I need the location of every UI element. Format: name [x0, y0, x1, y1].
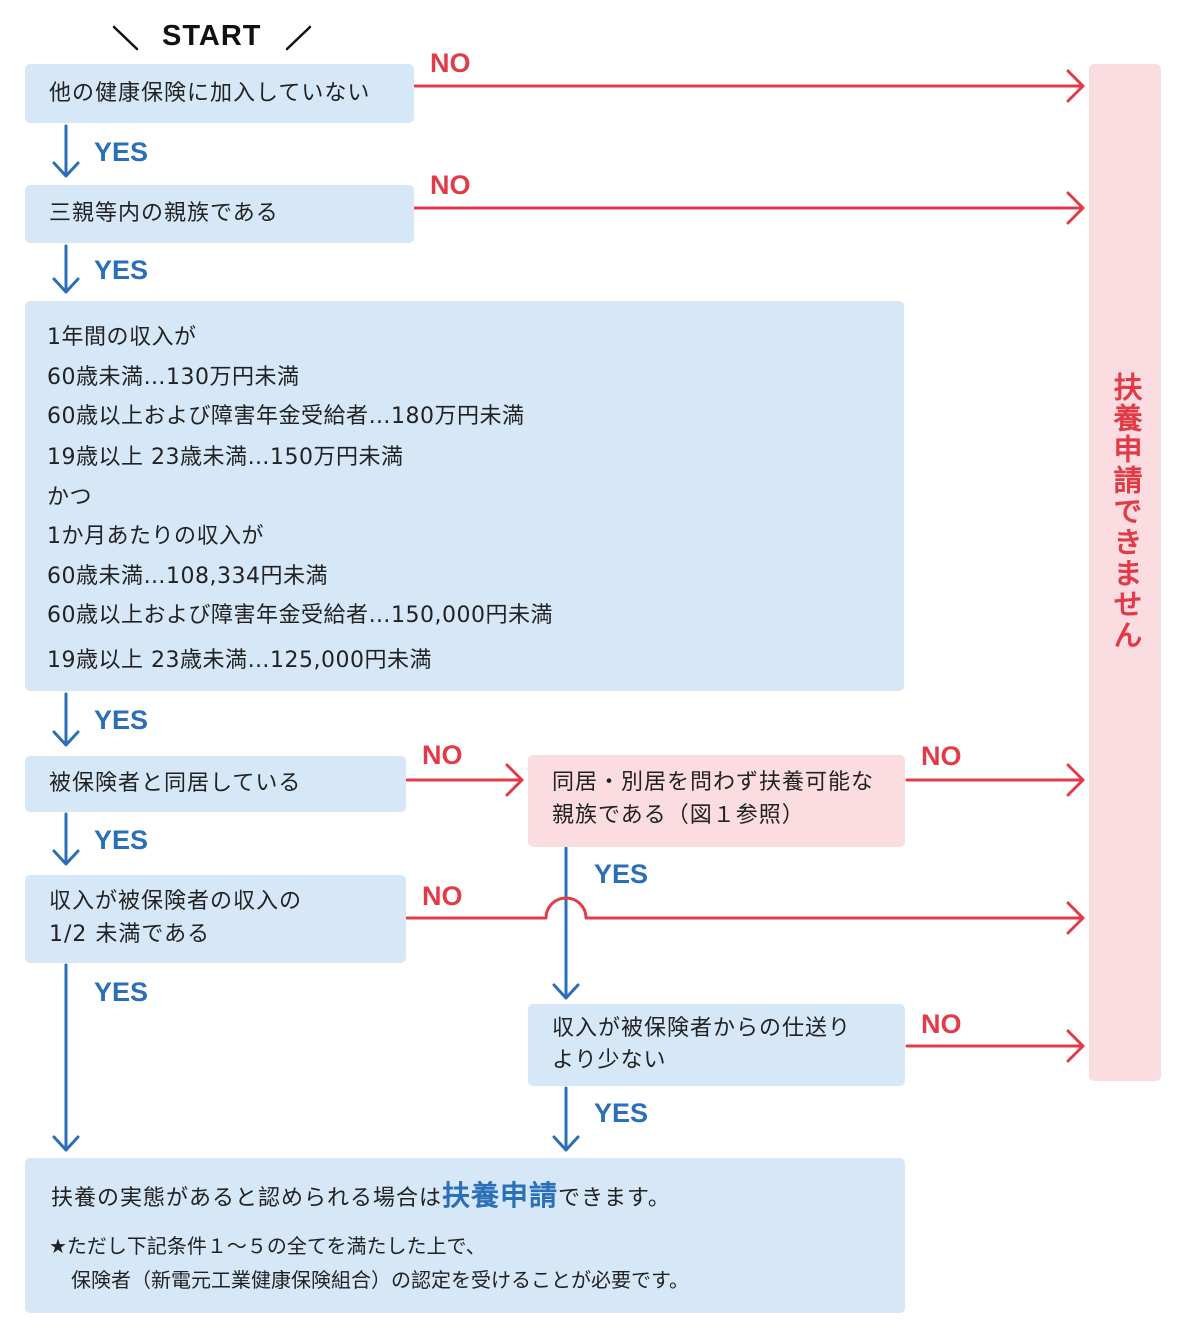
question-text-line2: 親族である（図１参照） — [552, 803, 805, 828]
question-half-income: 収入が被保険者の収入の 1/2 未満である — [25, 875, 406, 963]
yes-label-5: YES — [594, 859, 649, 889]
yes-arrow-5 — [52, 963, 80, 1152]
yes-arrow-1 — [52, 124, 80, 178]
question-text-line2: より少ない — [552, 1048, 667, 1073]
yes-label-3: YES — [94, 705, 149, 735]
no-arrow-4 — [905, 763, 1085, 797]
question-text-line1: 同居・別居を問わず扶養可能な — [552, 770, 875, 795]
income-line: 60歳以上および障害年金受給者…150,000円未満 — [47, 603, 553, 628]
no-label-6: NO — [921, 1009, 962, 1039]
question-text-line1: 収入が被保険者からの仕送り — [552, 1016, 852, 1041]
result-prefix: 扶養の実態があると認められる場合は — [51, 1186, 443, 1211]
question-text-line2: 1/2 未満である — [49, 922, 211, 947]
start-slash-left — [112, 25, 139, 51]
question-dependent-regardless: 同居・別居を問わず扶養可能な 親族である（図１参照） — [528, 755, 905, 847]
question-relative: 三親等内の親族である — [25, 185, 414, 243]
income-line: 1か月あたりの収入が — [47, 524, 264, 549]
question-text-line1: 収入が被保険者の収入の — [49, 889, 303, 914]
no-arrow-5 — [405, 896, 1085, 935]
no-arrow-3 — [405, 763, 524, 797]
question-income: 1年間の収入が 60歳未満…130万円未満 60歳以上および障害年金受給者…18… — [25, 301, 904, 691]
question-other-insurance: 他の健康保険に加入していない — [25, 64, 414, 123]
no-label-2: NO — [430, 170, 471, 200]
income-line: 19歳以上 23歳未満…125,000円未満 — [47, 648, 432, 673]
note-line2: 保険者（新電元工業健康保険組合）の認定を受けることが必要です。 — [71, 1268, 689, 1292]
yes-arrow-6 — [552, 846, 580, 1000]
result-highlight: 扶養申請 — [442, 1179, 559, 1212]
result-can-apply: 扶養の実態があると認められる場合は扶養申請できます。 ★ただし下記条件１～５の全… — [25, 1158, 905, 1313]
yes-label-7: YES — [594, 1098, 649, 1128]
income-line: 60歳以上および障害年金受給者…180万円未満 — [47, 404, 525, 429]
yes-label-4: YES — [94, 825, 149, 855]
result-suffix: できます。 — [558, 1186, 671, 1211]
reject-label: 扶養申請できません — [1109, 372, 1143, 651]
income-line: 60歳未満…108,334円未満 — [47, 564, 328, 589]
no-arrow-2 — [413, 191, 1085, 225]
note-line1: ★ただし下記条件１～５の全てを満たした上で、 — [49, 1234, 486, 1258]
start-slash-right — [285, 25, 312, 51]
yes-arrow-2 — [52, 244, 80, 294]
yes-arrow-4 — [52, 812, 80, 866]
yes-label-1: YES — [94, 137, 149, 167]
yes-arrow-7 — [552, 1086, 580, 1152]
no-label-5: NO — [422, 881, 463, 911]
yes-label-6: YES — [94, 977, 149, 1007]
no-label-4: NO — [921, 741, 962, 771]
income-line: 1年間の収入が — [47, 325, 197, 350]
income-line: 19歳以上 23歳未満…150万円未満 — [47, 445, 404, 470]
question-text: 他の健康保険に加入していない — [49, 81, 371, 106]
question-cohabiting: 被保険者と同居している — [25, 756, 406, 812]
yes-label-2: YES — [94, 255, 149, 285]
yes-arrow-3 — [52, 692, 80, 747]
result-cannot-apply — [1089, 64, 1161, 1081]
no-arrow-6 — [905, 1029, 1085, 1063]
question-text: 三親等内の親族である — [49, 201, 279, 226]
no-arrow-1 — [413, 69, 1085, 103]
no-label-3: NO — [422, 740, 463, 770]
start-label: START — [162, 20, 262, 52]
question-allowance: 収入が被保険者からの仕送り より少ない — [528, 1004, 905, 1086]
question-text: 被保険者と同居している — [49, 771, 302, 796]
no-label-1: NO — [430, 48, 471, 78]
result-line: 扶養の実態があると認められる場合は扶養申請できます。 — [51, 1174, 671, 1214]
income-line: 60歳未満…130万円未満 — [47, 365, 300, 390]
income-line: かつ — [47, 485, 93, 510]
